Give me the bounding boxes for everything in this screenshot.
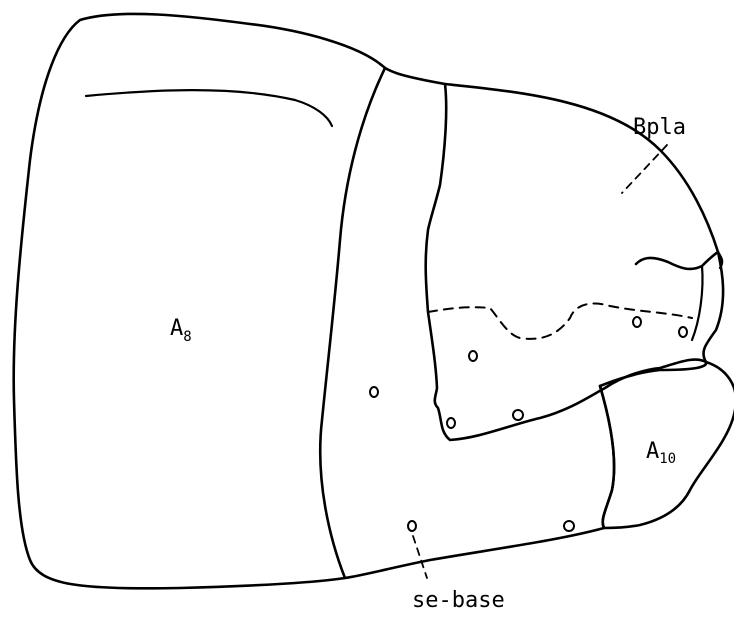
seta-base-pore [447, 418, 455, 428]
segment-a10-outline [600, 362, 734, 528]
seta-base-pore [370, 387, 378, 397]
label-a10-main: A [646, 439, 659, 464]
seta-base-pore [564, 521, 574, 531]
label-a8: A8 [170, 316, 192, 345]
seta-base-pore [633, 317, 641, 327]
a8-ridge-line [86, 90, 332, 126]
label-a8-sub: 8 [183, 329, 191, 345]
seta-base-pore [679, 327, 687, 337]
bpla-right-lower-edge [692, 266, 703, 340]
seta-base-pore [408, 521, 416, 531]
bpla-right-edge [636, 252, 718, 269]
bpla-suture-dashed [428, 303, 692, 338]
label-a10-sub: 10 [659, 451, 676, 467]
label-se-base: se-base [412, 588, 505, 613]
label-a10: A10 [646, 439, 676, 467]
label-a8-main: A [170, 316, 183, 341]
segment-a8-outline [14, 14, 385, 589]
seta-base-pore [469, 351, 477, 361]
se-base-pointer-line [413, 536, 427, 578]
label-bpla: Bpla [633, 115, 686, 140]
seta-base-pore [513, 410, 523, 420]
bpla-pointer-line [622, 145, 667, 193]
